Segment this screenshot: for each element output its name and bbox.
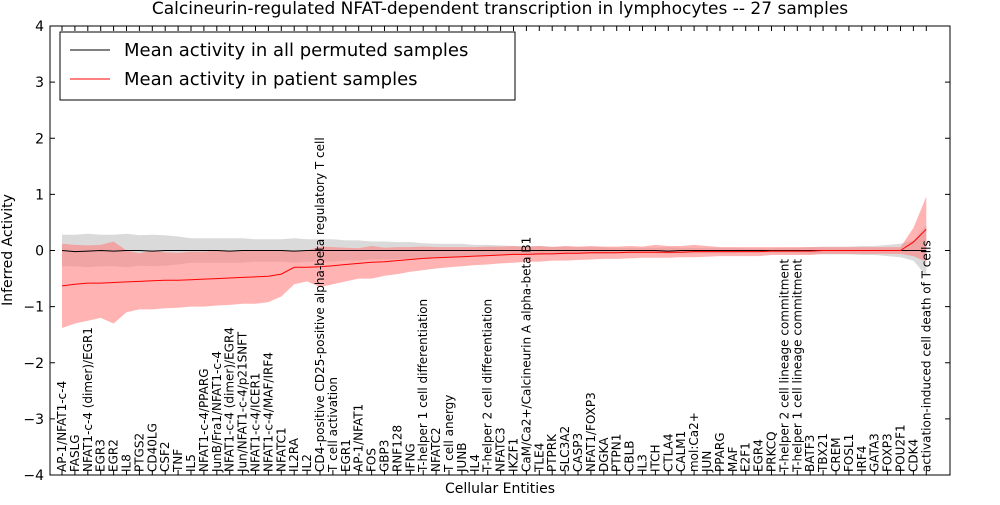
- x-tick-label: IRF4: [855, 446, 869, 472]
- x-tick-label: BATF3: [803, 435, 817, 472]
- x-tick-label: IL8: [120, 454, 134, 472]
- x-tick-label: JunB/Fra1/NFAT1-c-4: [210, 351, 224, 473]
- x-tick-label: POU2F1: [894, 424, 908, 472]
- x-tick-label: PPARG: [713, 432, 727, 472]
- x-tick-label: CDK4: [906, 439, 920, 472]
- x-tick-label: NFAT1/FOXP3: [584, 392, 598, 472]
- x-tick-label: CD40LG: [145, 423, 159, 472]
- legend: Mean activity in all permuted samples Me…: [59, 31, 516, 101]
- x-tick-label: E2F1: [739, 442, 753, 472]
- x-tick-label: CALM1: [674, 431, 688, 472]
- x-tick-label: NFAT1-c-4 (dimer)/EGR1: [81, 327, 95, 472]
- x-tick-label: T cell anergy: [442, 395, 456, 473]
- y-axis: −4 −3 −2 −1 0 1 2 3 4: [23, 19, 950, 484]
- x-tick-label: MAF: [726, 446, 740, 472]
- y-tick-label: −2: [23, 356, 44, 372]
- x-tick-label: IL2RA: [287, 437, 301, 472]
- x-tick-label: EGR2: [107, 439, 121, 472]
- x-tick-label: GBP3: [378, 440, 392, 472]
- y-tick-label: 1: [35, 187, 44, 203]
- x-tick-label: IL5: [184, 454, 198, 472]
- x-tick-label: EGR4: [752, 439, 766, 472]
- x-tick-label: T-helper 2 cell lineage commitment: [777, 259, 791, 473]
- x-tick-label: PTPRK: [545, 433, 559, 472]
- x-tick-label: NFAT1-c-4/PPARG: [197, 368, 211, 472]
- y-tick-label: 0: [35, 244, 44, 260]
- x-tick-label: activation-induced cell death of T cells: [919, 240, 933, 472]
- x-tick-label: AP-1/NFAT1-c-4: [55, 381, 69, 472]
- x-tick-label: mol:Ca2+: [687, 412, 701, 472]
- x-tick-label: CREM: [829, 437, 843, 472]
- x-tick-label: JUNB: [455, 442, 469, 473]
- x-tick-label: DGKA: [597, 437, 611, 472]
- x-tick-label: NFAT1-c-4/ICER1: [249, 373, 263, 472]
- x-tick-label: NFATC1: [274, 427, 288, 472]
- legend-label-patient: Mean activity in patient samples: [124, 69, 418, 90]
- x-tick-label: CD4-positive CD25-positive alpha-beta re…: [313, 137, 327, 472]
- x-tick-label: AP-1/NFAT1: [352, 404, 366, 472]
- x-tick-label: NFATC3: [494, 427, 508, 472]
- x-tick-label: T-helper 2 cell differentiation: [481, 299, 495, 473]
- x-tick-label: IL2: [300, 454, 314, 472]
- x-tick-label: T cell activation: [326, 377, 340, 473]
- x-tick-label: T-helper 1 cell lineage commitment: [790, 259, 804, 473]
- x-tick-label: FOXP3: [881, 433, 895, 472]
- x-tick-label: GATA3: [868, 433, 882, 472]
- x-tick-label: JUN: [700, 451, 714, 473]
- x-tick-label: PTPN1: [610, 434, 624, 472]
- x-tick-label: FOSL1: [842, 434, 856, 472]
- x-tick-label: PRKCQ: [765, 431, 779, 472]
- series-lines: [61, 228, 927, 287]
- y-tick-label: 3: [35, 75, 44, 91]
- y-tick-label: 4: [35, 19, 44, 35]
- x-tick-label: TNF: [171, 449, 185, 473]
- y-tick-label: −3: [23, 412, 44, 428]
- x-tick-label: FOS: [365, 448, 379, 472]
- x-tick-label: EGR1: [339, 439, 353, 472]
- legend-label-permuted: Mean activity in all permuted samples: [124, 40, 468, 61]
- x-tick-label: IL3: [636, 454, 650, 472]
- x-axis-label: Cellular Entities: [445, 481, 555, 497]
- line-series-0: [61, 249, 927, 253]
- legend-box: [59, 31, 516, 101]
- x-tick-label: CaM/Ca2+/Calcineurin A alpha-beta B1: [519, 237, 533, 472]
- x-tick-label: CBLB: [623, 440, 637, 472]
- x-tick-label: RNF128: [390, 425, 404, 472]
- x-tick-label: NFAT1-c-4/MAF/IRF4: [261, 352, 275, 472]
- x-tick-label: CASP3: [571, 433, 585, 472]
- x-tick-label: TBX21: [816, 433, 830, 473]
- x-tick-label: IFNG: [403, 443, 417, 472]
- x-tick-label: T-helper 1 cell differentiation: [416, 299, 430, 473]
- chart-title: Calcineurin-regulated NFAT-dependent tra…: [152, 0, 848, 19]
- x-tick-label: PTGS2: [132, 433, 146, 472]
- x-tick-label: CTLA4: [661, 433, 675, 472]
- x-tick-label: FASLG: [68, 434, 82, 472]
- line-series-1: [61, 228, 927, 287]
- band-series-1: [62, 196, 927, 328]
- x-tick-label: TLE4: [532, 443, 546, 473]
- x-tick-label: ITCH: [648, 444, 662, 472]
- x-tick-label: EGR3: [94, 439, 108, 472]
- y-tick-label: 2: [35, 131, 44, 147]
- y-axis-label: Inferred Activity: [0, 194, 16, 306]
- x-tick-label: NFAT1-c-4 (dimer)/EGR4: [223, 327, 237, 472]
- x-tick-label: SLC3A2: [558, 426, 572, 472]
- x-tick-label: Jun/NFAT1-c-4/p21SNFT: [236, 331, 250, 473]
- x-tick-label: IKZF1: [507, 438, 521, 472]
- y-tick-label: −1: [23, 300, 44, 316]
- y-tick-label: −4: [23, 468, 44, 484]
- x-tick-label: IL4: [468, 454, 482, 472]
- x-tick-label: NFATC2: [429, 427, 443, 472]
- x-tick-label: CSF2: [158, 441, 172, 472]
